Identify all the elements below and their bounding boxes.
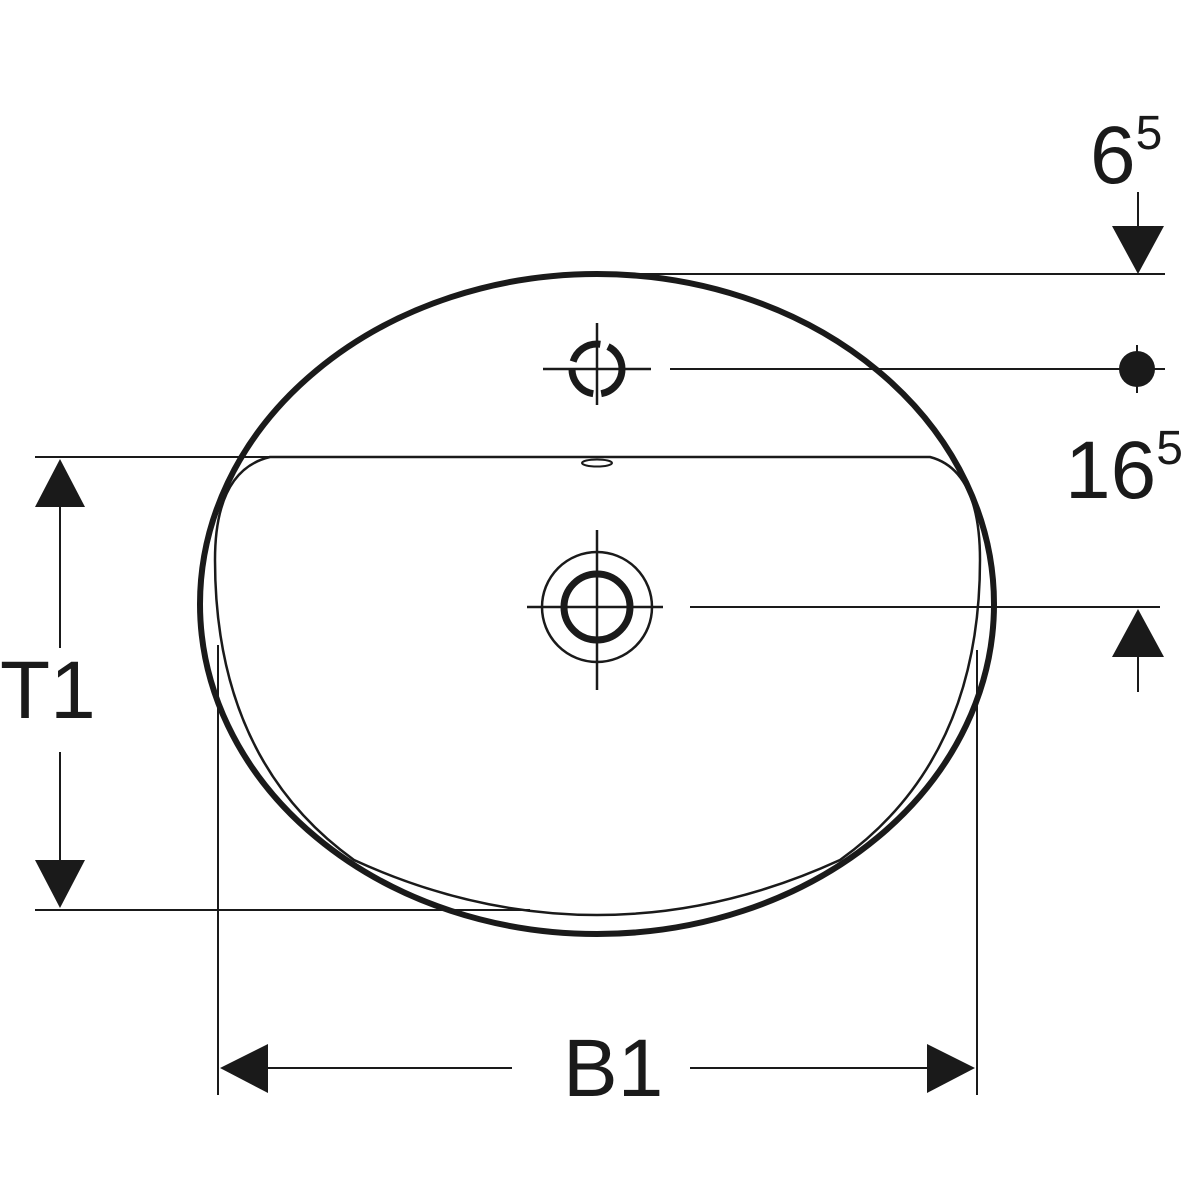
top-offset-sup: 5	[1135, 107, 1163, 160]
arrow-up-icon	[35, 459, 85, 507]
arrow-left-icon	[220, 1044, 268, 1093]
outer-rim	[197, 271, 997, 937]
drain-offset-value: 16	[1065, 425, 1157, 516]
arrow-up-icon	[1112, 609, 1164, 657]
top-offset-label: 65	[1090, 110, 1162, 197]
overflow-icon	[581, 458, 613, 468]
arrow-down-icon	[35, 860, 85, 908]
depth-label: T1	[0, 645, 96, 736]
arrow-down-icon	[1112, 226, 1164, 274]
tap-hole-icon	[543, 323, 651, 405]
drain-outlet-icon	[527, 530, 663, 690]
top-offset-value: 6	[1090, 110, 1136, 201]
drain-offset-label: 165	[1065, 425, 1183, 512]
drain-offset-sup: 5	[1156, 422, 1183, 475]
arrow-right-icon	[927, 1044, 975, 1093]
width-label: B1	[563, 1023, 664, 1114]
inner-bowl	[213, 455, 982, 917]
